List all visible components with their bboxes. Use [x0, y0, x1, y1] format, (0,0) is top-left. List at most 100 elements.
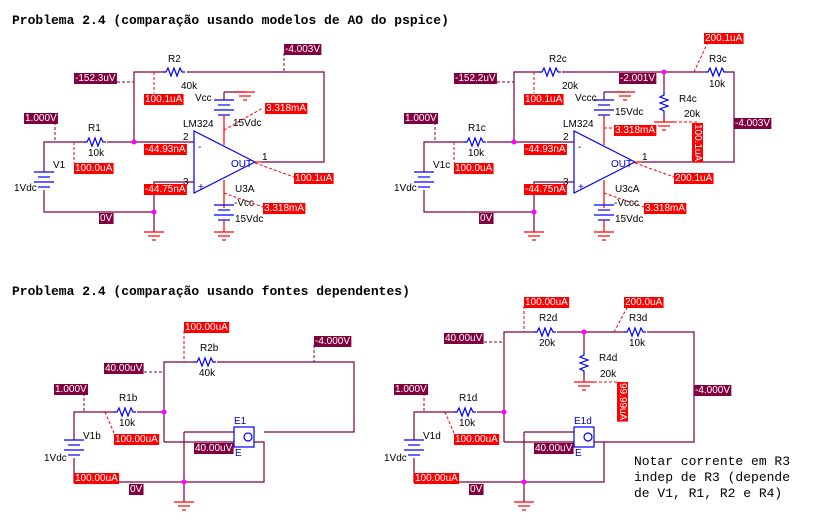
out-label: OUT [611, 159, 632, 170]
label-text: 1.000V [395, 384, 427, 395]
label-text: 0V [130, 484, 143, 495]
r1-value: 10k [88, 148, 105, 159]
opamp-ref: U3cA [615, 184, 640, 195]
label-background [454, 73, 497, 84]
r3c-label: R3c [709, 54, 727, 65]
current-label: 3.318mA [614, 125, 657, 136]
resistor-r1-icon[interactable] [83, 137, 107, 147]
veec-value: 15Vdc [615, 214, 643, 225]
r1d-value: 10k [459, 418, 476, 429]
voltage-label: 0V [479, 213, 494, 224]
opamp-u3a-icon[interactable] [193, 130, 257, 194]
vcvs-e1-icon[interactable] [233, 426, 255, 448]
battery-v1c-icon[interactable] [413, 171, 435, 188]
plus-sign: + [198, 182, 204, 193]
label-text: 40.00uV [535, 443, 573, 454]
battery-vcc-icon[interactable] [213, 99, 235, 116]
vcvs-e1d-icon[interactable] [573, 426, 595, 448]
r4d-value: 20k [600, 369, 617, 380]
resistor-r4c-icon[interactable] [659, 91, 669, 115]
label-background [24, 113, 59, 124]
label-background [454, 163, 494, 174]
battery-v1b-icon[interactable] [63, 439, 85, 456]
label-background [54, 384, 89, 395]
label-text: 0V [100, 213, 113, 224]
resistor-r1b-icon[interactable] [113, 407, 137, 417]
resistor-r2-icon[interactable] [162, 67, 186, 77]
voltage-label: 1.000V [24, 113, 59, 124]
label-text: -2.001V [620, 73, 655, 84]
label-background [534, 443, 574, 454]
resistor-r2b-icon[interactable] [193, 357, 217, 367]
current-label: 100.1uA [294, 173, 334, 184]
voltage-label: -4.003V [284, 44, 322, 55]
r2-label: R2 [168, 54, 181, 65]
resistor-r2c-icon[interactable] [538, 67, 562, 77]
label-text: 100.0uA [455, 163, 493, 174]
label-text: 40.00uV [445, 333, 483, 344]
voltage-label: -2.001V [619, 73, 657, 84]
voltage-label: -152.2uV [454, 73, 497, 84]
label-background [619, 73, 657, 84]
label-background [314, 336, 352, 347]
opamp-ref: U3A [235, 184, 255, 195]
label-text: 200.1uA [705, 33, 743, 44]
label-text: 0V [470, 484, 483, 495]
current-label: -44.93nA [524, 144, 567, 155]
v1c-label: V1c [433, 160, 450, 171]
current-label: -44.75nA [144, 184, 187, 195]
resistor-r3c-icon[interactable] [704, 67, 728, 77]
r2-value: 40k [181, 81, 198, 92]
current-label: 100.00uA [74, 473, 120, 484]
resistor-r1d-icon[interactable] [453, 407, 477, 417]
label-text: 3.318mA [266, 103, 306, 114]
voltage-label: 1.000V [394, 384, 429, 395]
label-background [524, 297, 570, 308]
label-text: 40.00uV [195, 443, 233, 454]
pin-3: 3 [563, 177, 569, 188]
voltage-label: 0V [469, 484, 484, 495]
r2b-label: R2b [200, 343, 219, 354]
label-text: 100.1uA [525, 94, 563, 105]
r2d-value: 20k [539, 338, 556, 349]
r1b-label: R1b [119, 393, 138, 404]
resistor-r1c-icon[interactable] [463, 137, 487, 147]
label-text: 100.1uA [145, 94, 183, 105]
label-background [694, 385, 732, 396]
r1d-label: R1d [459, 393, 477, 404]
label-text: -4.003V [285, 44, 320, 55]
circuit-b: R2b 40k R1b 10k V1b 1Vdc E1 E 40.00uV 40… [44, 322, 355, 511]
v1d-label: V1d [423, 431, 441, 442]
label-background [265, 103, 308, 114]
label-background [263, 203, 306, 214]
vee-label: -Vcc [234, 198, 254, 209]
r3c-value: 10k [709, 79, 726, 90]
resistor-r2d-icon[interactable] [533, 327, 557, 337]
ground-icon [173, 501, 195, 511]
pin-1: 1 [262, 152, 268, 163]
r1c-label: R1c [468, 123, 486, 134]
label-text: -44.75nA [525, 184, 566, 195]
label-text: 100.00uA [415, 473, 458, 484]
label-text: 200.1uA [675, 173, 713, 184]
label-background [479, 213, 494, 224]
battery-vccc-icon[interactable] [593, 99, 615, 116]
label-text: 100.00uA [115, 434, 158, 445]
label-background [194, 443, 234, 454]
label-text: 3.318mA [615, 125, 655, 136]
out-label: OUT [231, 159, 252, 170]
resistor-r3d-icon[interactable] [623, 327, 647, 337]
current-label: 100.1uA [692, 123, 703, 163]
voltage-label: -4.003V [734, 118, 772, 129]
resistor-r4d-icon[interactable] [579, 351, 589, 375]
label-text: 1.000V [405, 113, 437, 124]
battery-v1d-icon[interactable] [403, 439, 425, 456]
battery-v1-icon[interactable] [33, 171, 55, 188]
label-text: 200.0uA [625, 297, 663, 308]
label-background [524, 94, 564, 105]
current-label: -44.75nA [524, 184, 567, 195]
opamp-u3ca-icon[interactable] [573, 130, 637, 194]
ground-icon [143, 231, 165, 241]
label-background [74, 163, 114, 174]
label-background [184, 322, 230, 333]
